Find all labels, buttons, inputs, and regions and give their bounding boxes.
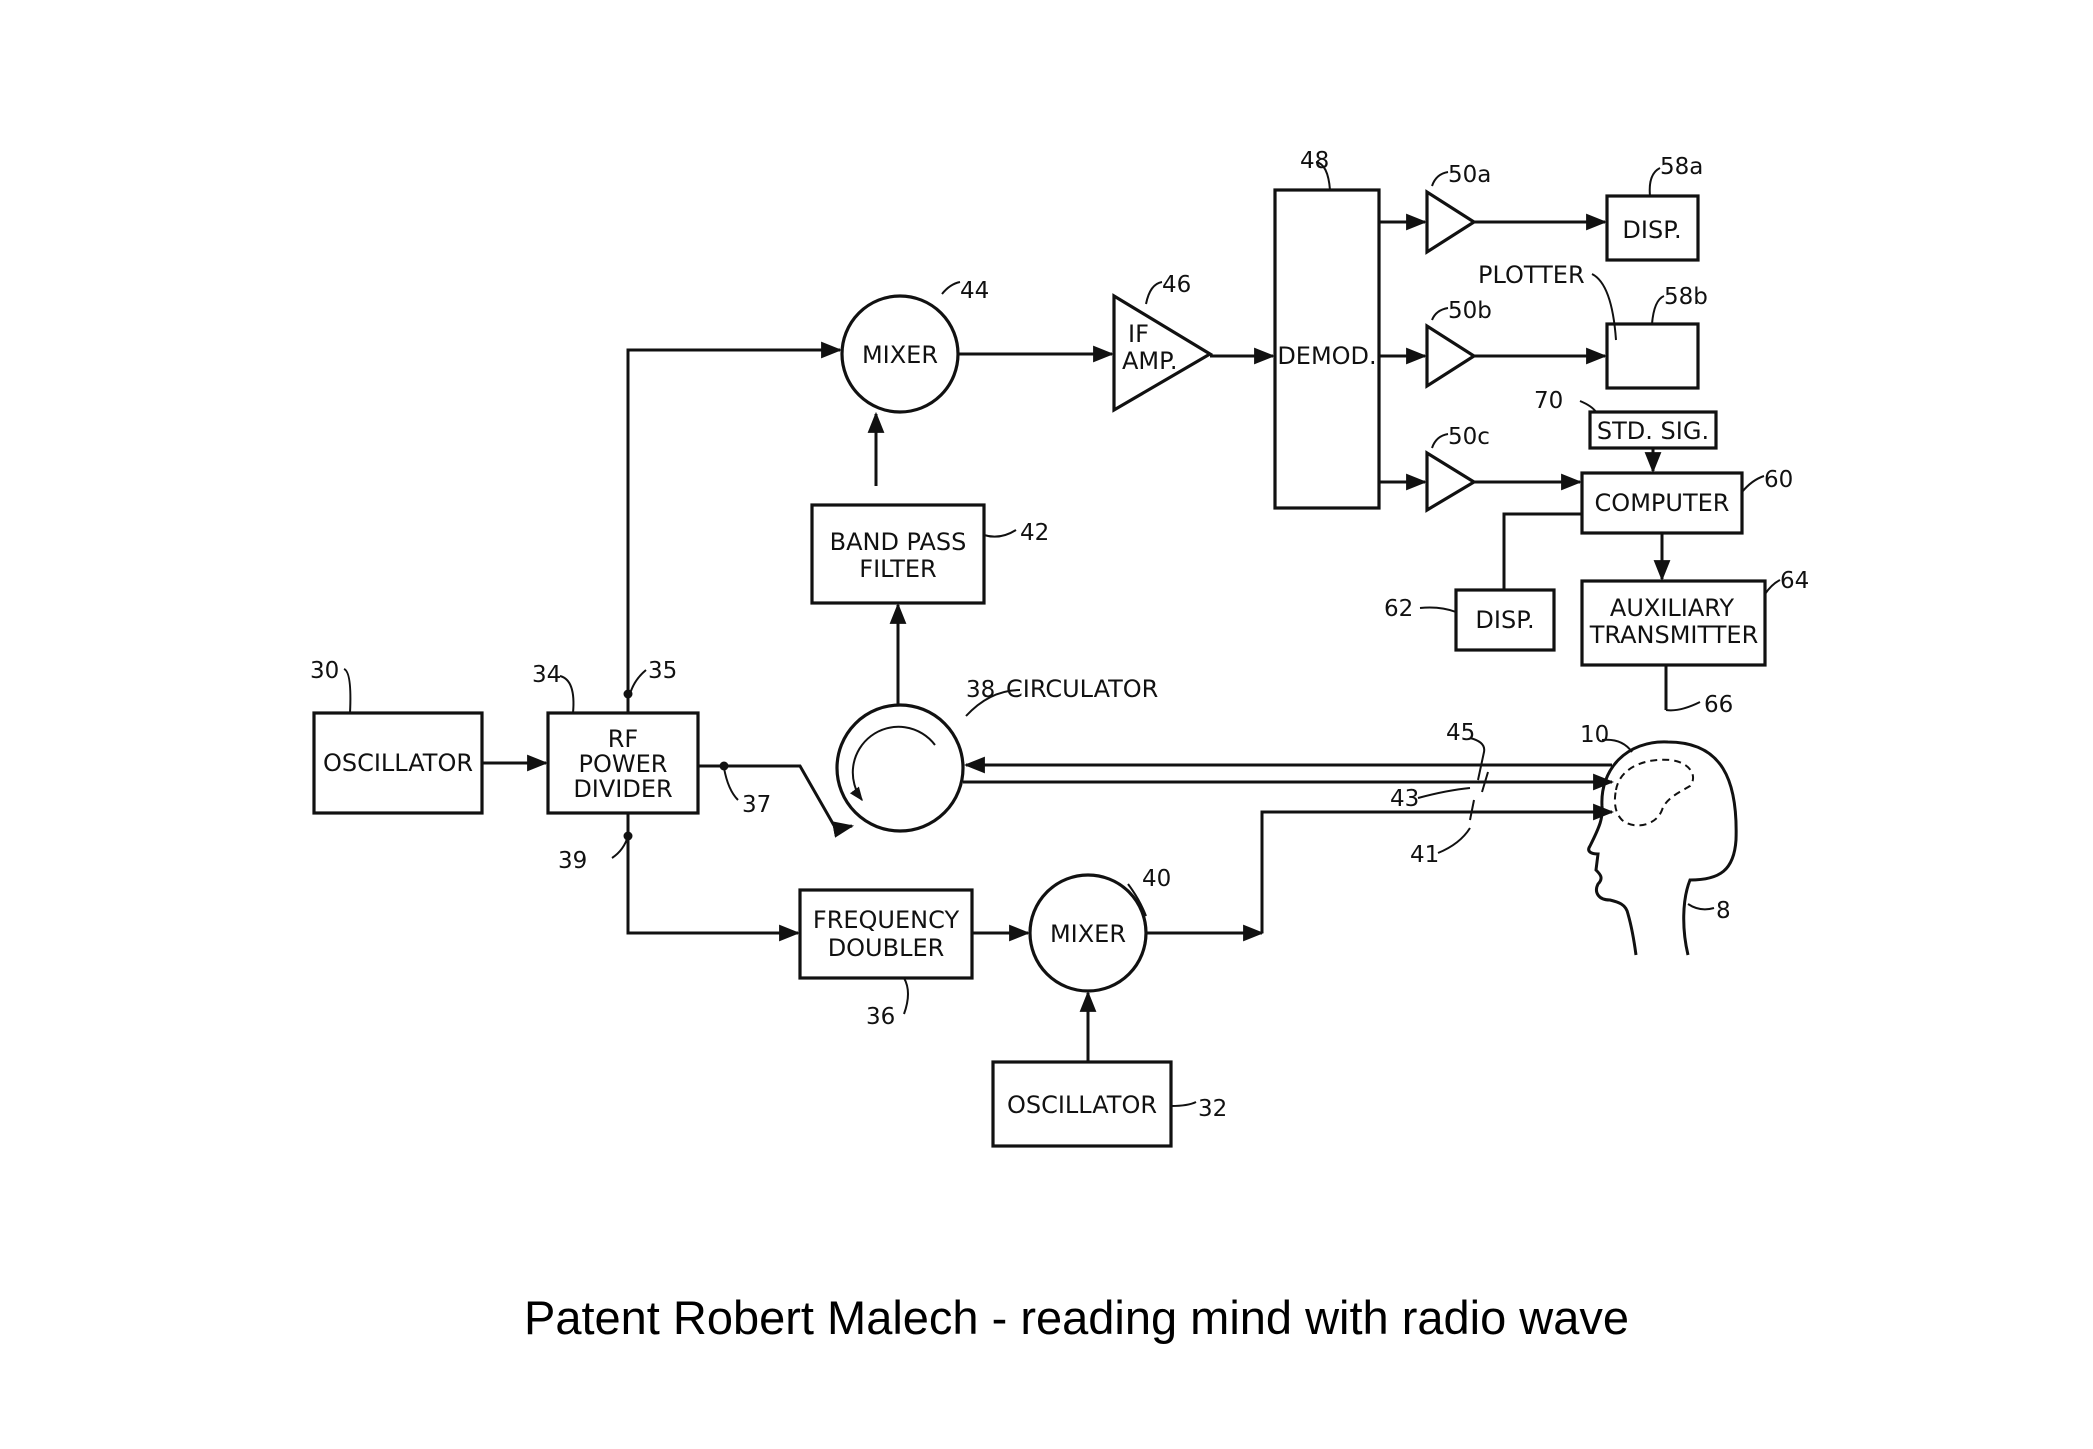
brain-region-dashed (1613, 758, 1695, 827)
ref-44: 44 (960, 278, 989, 304)
amplifier-50b (1425, 323, 1477, 389)
ref-60: 60 (1764, 467, 1793, 493)
ref-41: 41 (1410, 842, 1439, 868)
ref-37: 37 (742, 792, 771, 818)
amplifier-50c (1425, 450, 1478, 513)
figure-caption: Patent Robert Malech - reading mind with… (523, 1291, 1630, 1344)
rf-power-divider-label-3: DIVIDER (573, 775, 672, 803)
std-sig-block: STD. SIG. (1588, 410, 1718, 450)
ref-10: 10 (1580, 722, 1609, 748)
auxiliary-transmitter-label-1: AUXILIARY (1610, 594, 1735, 622)
rf-power-divider-block: RF POWER DIVIDER (546, 711, 700, 815)
circulator-block (835, 703, 965, 833)
mixer-44-block: MIXER (840, 294, 960, 414)
ref-40: 40 (1142, 866, 1171, 892)
ref-50c: 50c (1448, 424, 1490, 450)
plotter-leader (1591, 273, 1617, 341)
computer-block: COMPUTER (1580, 471, 1744, 535)
oscillator-32-label: OSCILLATOR (1007, 1091, 1157, 1119)
oscillator-30-block: OSCILLATOR (312, 711, 484, 815)
disp-58a-block: DISP. (1605, 194, 1700, 262)
reference-numerals: 30 34 35 37 39 38 CIRCULATOR 42 44 46 48… (310, 148, 1809, 1122)
ref-30: 30 (310, 658, 339, 684)
demod-label: DEMOD. (1277, 342, 1376, 370)
ref-34: 34 (532, 662, 561, 688)
mixer-40-label: MIXER (1050, 920, 1126, 948)
ref-50b: 50b (1448, 298, 1492, 324)
demod-block: DEMOD. (1273, 188, 1381, 510)
amplifier-50a (1425, 189, 1477, 255)
ref-50a: 50a (1448, 162, 1491, 188)
ref-36: 36 (866, 1004, 895, 1030)
if-amp-label-1: IF (1128, 320, 1149, 348)
connections (482, 213, 1671, 1062)
ref-42: 42 (1020, 520, 1049, 546)
ref-62: 62 (1384, 596, 1413, 622)
band-pass-filter-block: BAND PASS FILTER (810, 503, 986, 605)
mixer-44-label: MIXER (862, 341, 938, 369)
ref-38: 38 (966, 677, 995, 703)
ref-64: 64 (1780, 568, 1809, 594)
frequency-doubler-label-1: FREQUENCY (813, 906, 960, 934)
if-amp-label-2: AMP. (1122, 347, 1178, 375)
oscillator-32-block: OSCILLATOR (991, 1060, 1173, 1148)
ref-70: 70 (1534, 388, 1563, 414)
auxiliary-transmitter-label-2: TRANSMITTER (1589, 621, 1759, 649)
circulator-direction-arrow (849, 725, 936, 802)
disp-58a-label: DISP. (1622, 216, 1681, 244)
circulator-label: CIRCULATOR (1006, 675, 1158, 703)
ref-35: 35 (648, 658, 677, 684)
ref-45: 45 (1446, 720, 1475, 746)
oscillator-30-label: OSCILLATOR (323, 749, 473, 777)
plotter-label: PLOTTER (1478, 261, 1585, 289)
frequency-doubler-block: FREQUENCY DOUBLER (798, 888, 974, 980)
band-pass-filter-label-1: BAND PASS (830, 528, 967, 556)
frequency-doubler-label-2: DOUBLER (828, 934, 945, 962)
ref-66: 66 (1704, 692, 1733, 718)
plotter-58b-block (1605, 322, 1700, 390)
ref-46: 46 (1162, 272, 1191, 298)
disp-62-block: DISP. (1454, 588, 1556, 652)
ref-48: 48 (1300, 148, 1329, 174)
mixer-40-block: MIXER (1028, 873, 1148, 993)
band-pass-filter-label-2: FILTER (859, 555, 936, 583)
if-amp-block: IF AMP. (1112, 293, 1214, 413)
rf-power-divider-label-2: POWER (579, 750, 668, 778)
ref-39: 39 (558, 848, 587, 874)
computer-label: COMPUTER (1595, 489, 1730, 517)
ref-43: 43 (1390, 786, 1419, 812)
ref-58a: 58a (1660, 154, 1703, 180)
ref-8: 8 (1716, 898, 1731, 924)
disp-62-label: DISP. (1475, 606, 1534, 634)
head-figure (1587, 740, 1738, 956)
ref-58b: 58b (1664, 284, 1708, 310)
ref-32: 32 (1198, 1096, 1227, 1122)
std-sig-label: STD. SIG. (1597, 417, 1709, 445)
leader-lines (343, 161, 1781, 1107)
auxiliary-transmitter-block: AUXILIARY TRANSMITTER (1580, 579, 1767, 667)
rf-power-divider-label-1: RF (608, 725, 638, 753)
